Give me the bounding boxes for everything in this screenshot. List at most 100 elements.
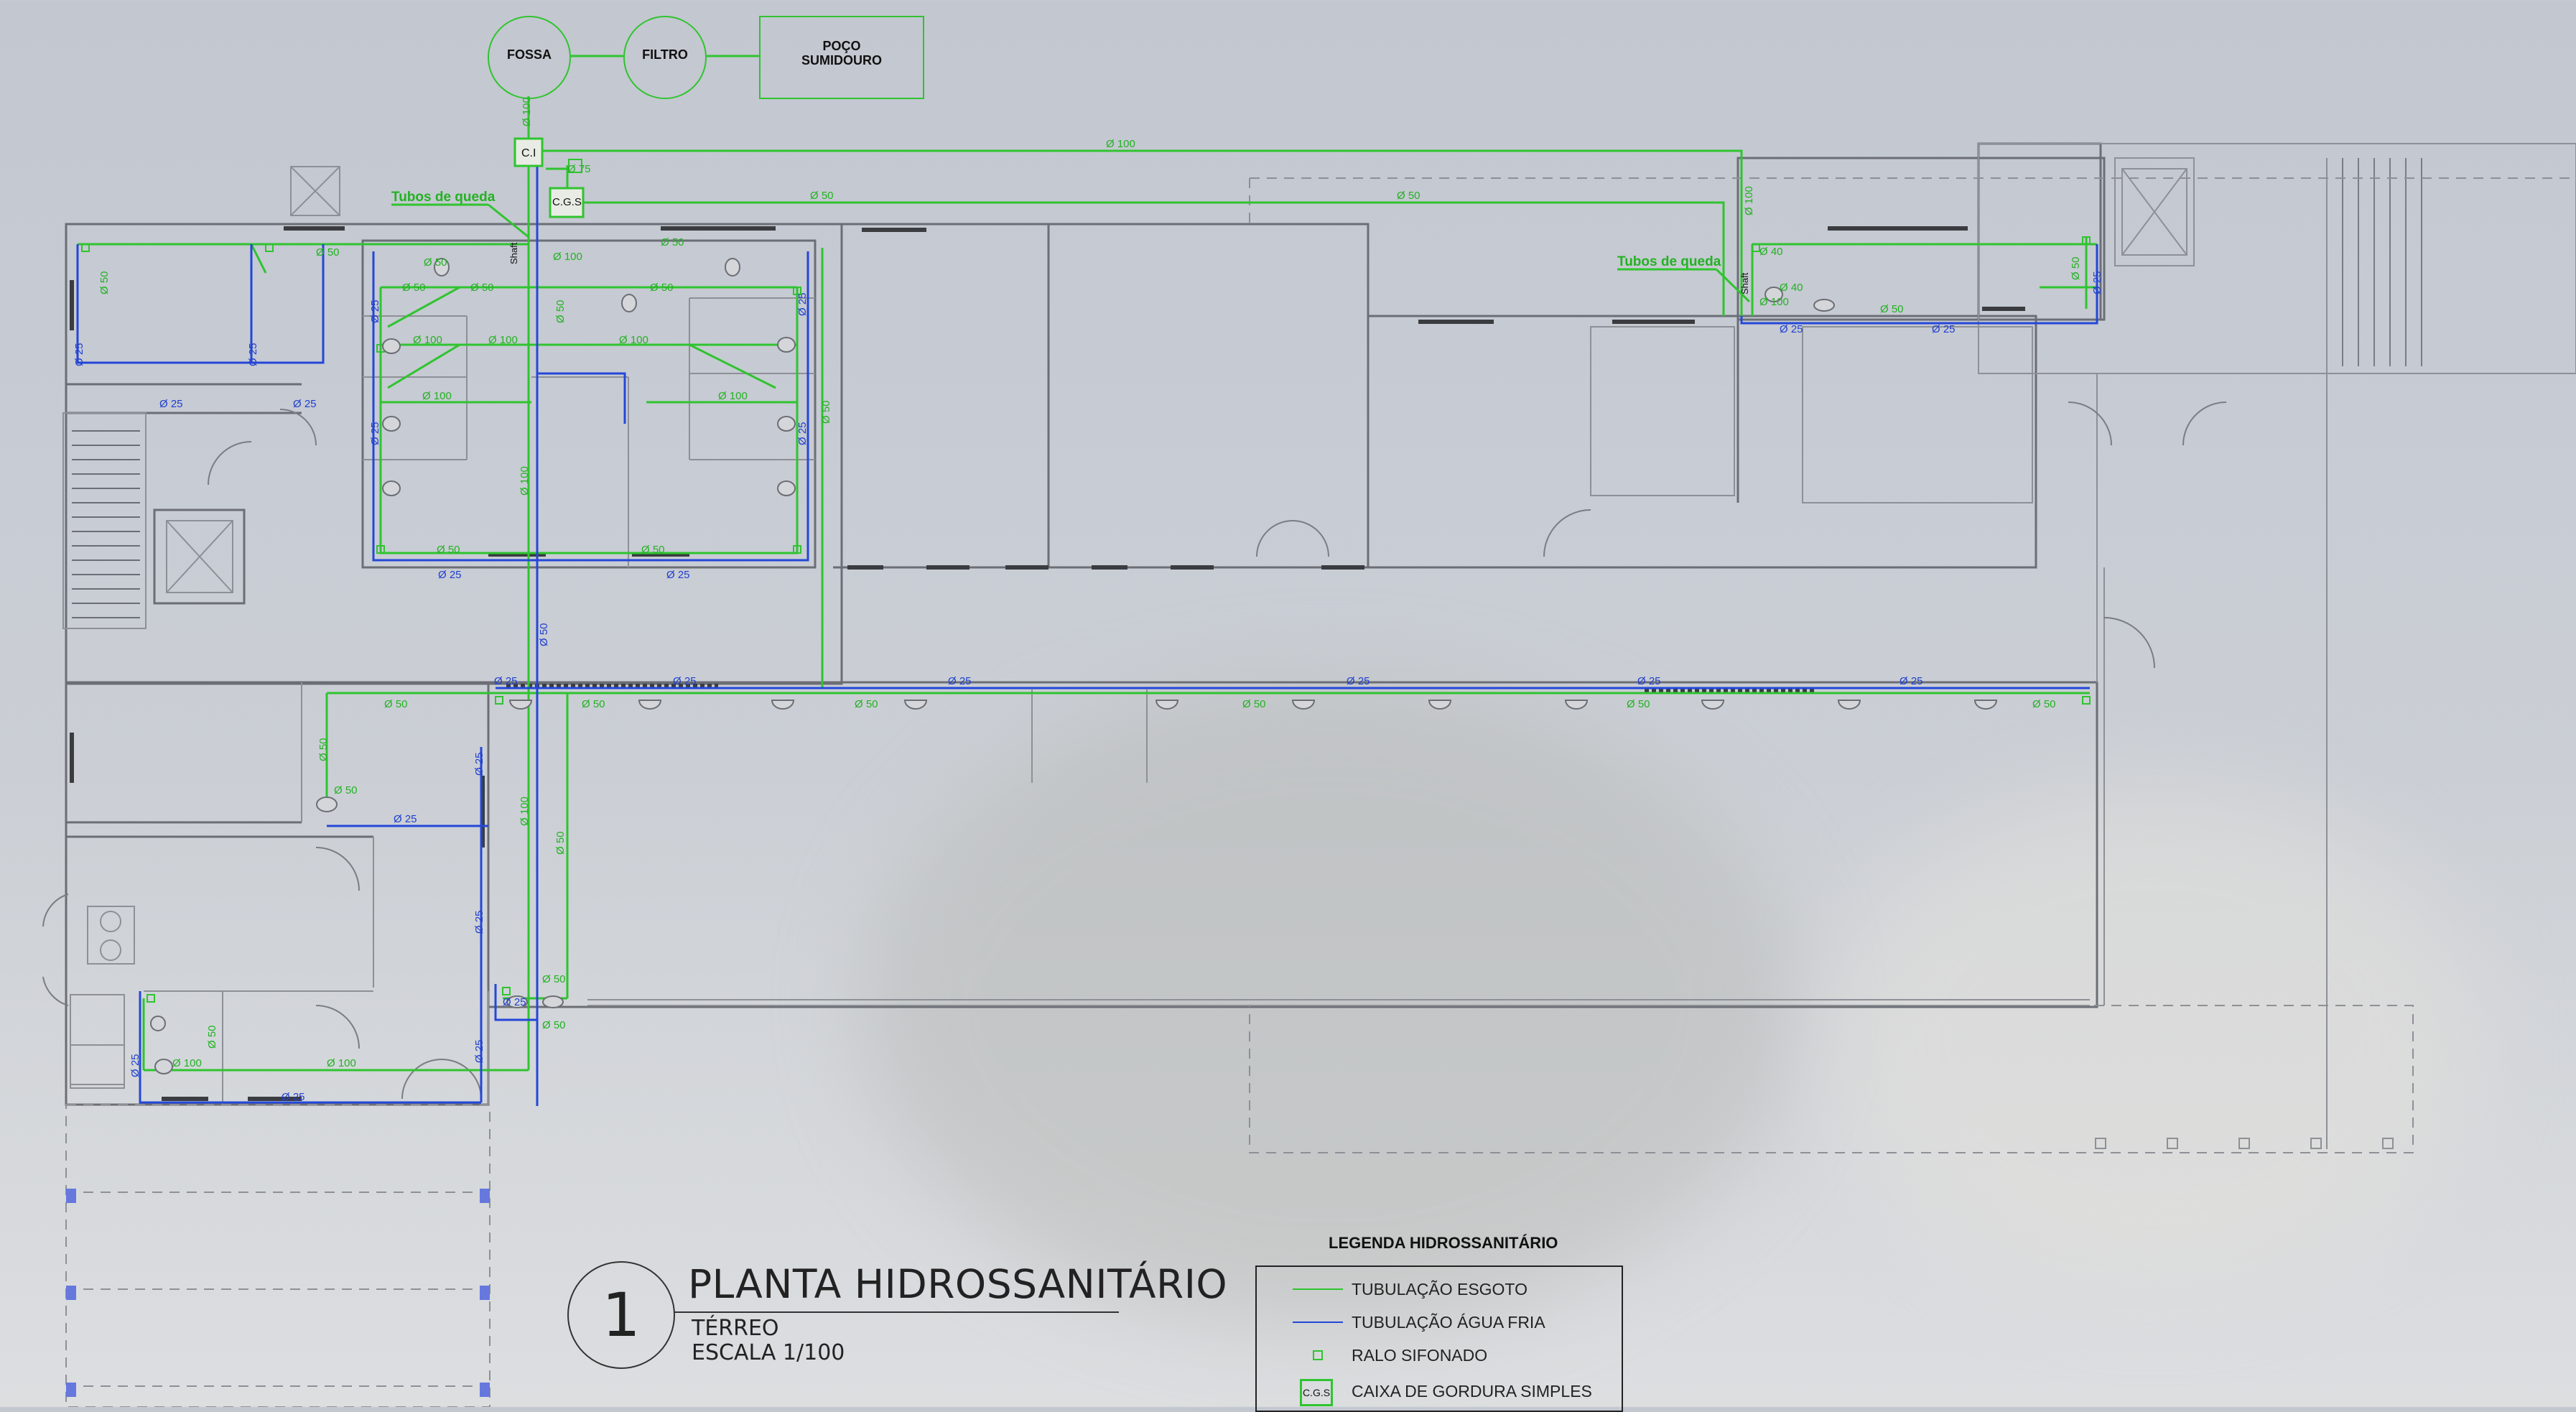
- cgs-label: C.G.S: [552, 196, 582, 208]
- label-d50: Ø 50: [855, 698, 878, 710]
- cgs-box-icon: C.G.S: [1300, 1379, 1333, 1406]
- label-d50: Ø 50: [1397, 190, 1420, 202]
- svg-text:Ø 25: Ø 25: [473, 752, 485, 776]
- drain-square-icon: [1313, 1350, 1323, 1360]
- label-d25: Ø 25: [438, 569, 462, 581]
- legend-item-grease-box: C.G.S CAIXA DE GORDURA SIMPLES: [1257, 1375, 1622, 1406]
- drawing-number: 1: [567, 1261, 675, 1369]
- fixtures: [150, 258, 1998, 1074]
- cold-water-pipes: [76, 151, 2098, 1106]
- drawing-title: PLANTA HIDROSSANITÁRIO: [688, 1261, 1228, 1307]
- label-d50: Ø 50: [542, 973, 566, 985]
- label-d50: Ø 50: [661, 236, 684, 249]
- drawing-floor: TÉRREO: [692, 1316, 779, 1341]
- svg-text:Ø 50: Ø 50: [2070, 256, 2082, 280]
- shaft-label-right: Shaft: [1739, 272, 1750, 294]
- windows: [70, 226, 2025, 1101]
- label-d50: Ø 50: [334, 784, 358, 796]
- poco-label-line2: SUMIDOURO: [801, 53, 882, 68]
- callout-tubos-left: Tubos de queda: [391, 190, 496, 205]
- label-d50: Ø 50: [424, 256, 447, 269]
- poco-label-line1: POÇO: [822, 39, 861, 53]
- legend-title: LEGENDA HIDROSSANITÁRIO: [1329, 1234, 1558, 1252]
- svg-text:Ø 50: Ø 50: [820, 400, 832, 424]
- svg-text:Ø 25: Ø 25: [2091, 271, 2103, 294]
- label-d100: Ø 100: [488, 334, 518, 346]
- label-d100: Ø 100: [619, 334, 648, 346]
- sewage-pipes: [76, 141, 2097, 1072]
- walls: [62, 142, 2576, 1407]
- svg-text:Ø 50: Ø 50: [206, 1025, 218, 1049]
- svg-text:Ø 100: Ø 100: [519, 466, 531, 496]
- label-d100: Ø 100: [422, 390, 452, 402]
- svg-text:Ø 100: Ø 100: [519, 796, 531, 826]
- label-d25: Ø 25: [1900, 675, 1923, 687]
- label-d25: Ø 25: [293, 398, 317, 410]
- label-d50: Ø 50: [641, 544, 665, 556]
- svg-text:Ø 25: Ø 25: [473, 1039, 485, 1063]
- svg-text:Ø 50: Ø 50: [317, 738, 330, 761]
- label-d50: Ø 50: [1880, 303, 1904, 315]
- ci-label: C.I: [521, 147, 536, 159]
- label-d50: Ø 50: [650, 282, 674, 294]
- label-d25: Ø 25: [503, 996, 526, 1008]
- label-d50: Ø 50: [582, 698, 605, 710]
- label-d25: Ø 25: [282, 1091, 305, 1103]
- inspection-box: [513, 137, 544, 167]
- legend-item-sewage: TUBULAÇÃO ESGOTO: [1257, 1276, 1622, 1304]
- title-rule: [674, 1311, 1119, 1313]
- label-d100: Ø 100: [413, 334, 442, 346]
- label-d25: Ø 25: [1780, 323, 1803, 335]
- filtro-tank: [623, 16, 707, 99]
- label-d50: Ø 50: [542, 1019, 566, 1031]
- label-d100: Ø 100: [1759, 296, 1789, 308]
- svg-text:Ø 50: Ø 50: [554, 299, 567, 323]
- label-d25: Ø 25: [394, 813, 417, 825]
- label-d50: Ø 50: [384, 698, 408, 710]
- label-d25: Ø 25: [494, 675, 518, 687]
- label-d100: Ø 100: [718, 390, 748, 402]
- grease-box: [549, 187, 585, 218]
- label-d50: Ø 50: [437, 544, 460, 556]
- svg-text:Ø 100: Ø 100: [521, 97, 533, 126]
- svg-text:Ø 25: Ø 25: [796, 292, 809, 316]
- legend: TUBULAÇÃO ESGOTO TUBULAÇÃO ÁGUA FRIA RAL…: [1255, 1265, 1623, 1412]
- poco-sumidouro-box: [759, 16, 924, 99]
- filtro-label: FILTRO: [642, 47, 688, 62]
- svg-text:Ø 50: Ø 50: [538, 623, 550, 646]
- label-d25: Ø 25: [673, 675, 697, 687]
- drawing-scale: ESCALA 1/100: [692, 1340, 845, 1365]
- svg-text:Ø 50: Ø 50: [98, 271, 111, 294]
- pipe-diameter-labels: Ø 100 Ø 50 Ø 50 Ø 75 Ø 100 Ø 50 Ø 50 Ø 5…: [159, 138, 2056, 1103]
- legend-item-cold-water: TUBULAÇÃO ÁGUA FRIA: [1257, 1309, 1622, 1337]
- drain-markers: [81, 236, 2091, 1003]
- svg-text:Ø 25: Ø 25: [247, 343, 259, 366]
- label-d100: Ø 100: [172, 1057, 202, 1069]
- svg-text:Ø 100: Ø 100: [1743, 186, 1755, 215]
- svg-text:Ø 50: Ø 50: [554, 831, 567, 855]
- doors: [42, 401, 2227, 1100]
- blue-line-icon: [1293, 1322, 1343, 1323]
- shaft-label-left: Shaft: [508, 242, 519, 264]
- label-d75: Ø 75: [567, 163, 591, 175]
- label-d25: Ø 25: [948, 675, 972, 687]
- label-d100: Ø 100: [327, 1057, 356, 1069]
- label-d25: Ø 25: [1932, 323, 1956, 335]
- svg-text:Ø 25: Ø 25: [129, 1054, 141, 1077]
- label-d100: Ø 100: [1106, 138, 1135, 150]
- svg-text:Ø 25: Ø 25: [369, 422, 381, 445]
- label-d25: Ø 25: [1637, 675, 1661, 687]
- label-d50: Ø 50: [1627, 698, 1650, 710]
- label-d25: Ø 25: [666, 569, 690, 581]
- green-line-icon: [1293, 1288, 1343, 1290]
- fossa-label: FOSSA: [506, 47, 552, 62]
- legend-item-drain: RALO SIFONADO: [1257, 1342, 1622, 1370]
- label-d50: Ø 50: [2032, 698, 2056, 710]
- label-d25: Ø 25: [1347, 675, 1370, 687]
- label-d50: Ø 50: [810, 190, 834, 202]
- label-d50: Ø 50: [470, 282, 494, 294]
- background-building-blur: [1831, 790, 2478, 1293]
- vertical-pipe-labels: Ø 100 Ø 50 Ø 50 Ø 50 Ø 100 Ø 100 Ø 50 Ø …: [73, 97, 2103, 1077]
- callout-tubos-right: Tubos de queda: [1617, 254, 1721, 269]
